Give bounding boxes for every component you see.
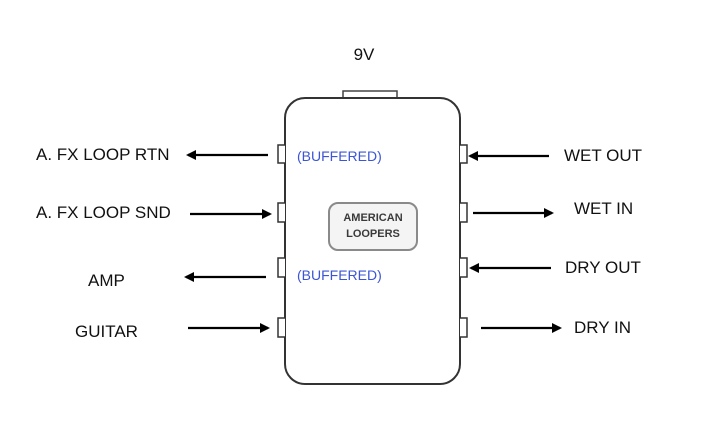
- jack-right-3: [460, 257, 468, 278]
- jack-left-1: [277, 144, 285, 164]
- svg-text:LOOPERS: LOOPERS: [346, 228, 400, 240]
- label-amp: AMP: [88, 271, 125, 290]
- label-dry-out: DRY OUT: [565, 258, 641, 277]
- left-jacks: [277, 144, 285, 338]
- label-guitar: GUITAR: [75, 322, 138, 341]
- jack-left-2: [277, 202, 285, 223]
- right-jacks: [460, 144, 468, 338]
- jack-right-4: [460, 317, 468, 338]
- label-wet-out: WET OUT: [564, 146, 642, 165]
- label-dry-in: DRY IN: [574, 318, 631, 337]
- buffered-note-rtn: (BUFFERED): [297, 148, 382, 164]
- jack-left-4: [277, 317, 285, 338]
- jack-left-3: [277, 257, 285, 278]
- american-loopers-logo: AMERICAN LOOPERS: [328, 202, 418, 251]
- jack-right-2: [460, 202, 468, 223]
- left-arrows: [184, 150, 272, 333]
- label-wet-in: WET IN: [574, 199, 633, 218]
- label-fx-loop-rtn: A. FX LOOP RTN: [36, 145, 170, 164]
- jack-right-1: [460, 144, 468, 164]
- right-arrows: [468, 151, 562, 333]
- label-fx-loop-snd: A. FX LOOP SND: [36, 203, 171, 222]
- power-label: 9V: [354, 45, 375, 64]
- svg-text:AMERICAN: AMERICAN: [343, 212, 402, 224]
- buffered-note-amp: (BUFFERED): [297, 267, 382, 283]
